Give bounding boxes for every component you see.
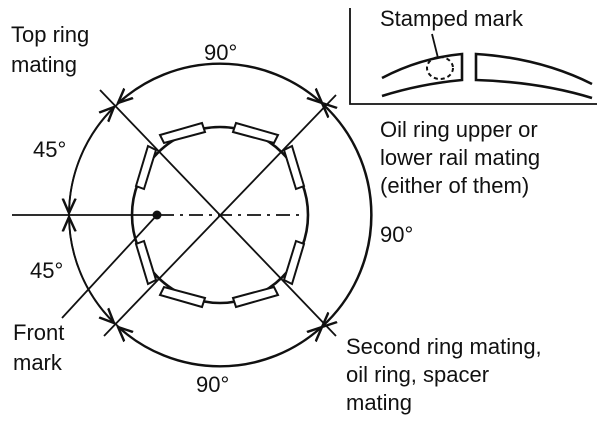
arrow-lower-left-45 [69,217,114,323]
stamped-mark-leader [431,33,439,59]
label-oil-ring-line2: lower rail mating [380,145,540,170]
inset-frame [349,8,597,105]
label-angle-top: 90° [204,40,237,65]
label-angle-right: 90° [380,222,413,247]
arrow-upper-left-45 [69,107,114,213]
label-top-ring-line2: mating [11,52,77,77]
label-stamped-mark: Stamped mark [380,6,524,31]
label-second-ring-line2: oil ring, spacer [346,362,489,387]
label-second-ring-line1: Second ring mating, [346,334,542,359]
label-front-mark-line2: mark [13,350,63,375]
stamped-mark-indicator [426,56,454,80]
ring-segments [134,121,306,309]
diagonal-line-a [99,89,337,337]
label-oil-ring-line3: (either of them) [380,173,529,198]
label-angle-upper-left: 45° [33,137,66,162]
label-top-ring-line1: Top ring [11,22,89,47]
inset-ring-right [474,52,593,100]
arrow-bottom-90 [118,327,322,368]
arrow-top-90 [118,62,322,103]
inset-ring-left [381,52,464,98]
label-angle-lower-left: 45° [30,258,63,283]
label-front-mark-line1: Front [13,320,64,345]
label-angle-bottom: 90° [196,372,229,397]
label-second-ring-line3: mating [346,390,412,415]
arrow-right-90 [322,103,373,327]
label-oil-ring-line1: Oil ring upper or [380,117,538,142]
